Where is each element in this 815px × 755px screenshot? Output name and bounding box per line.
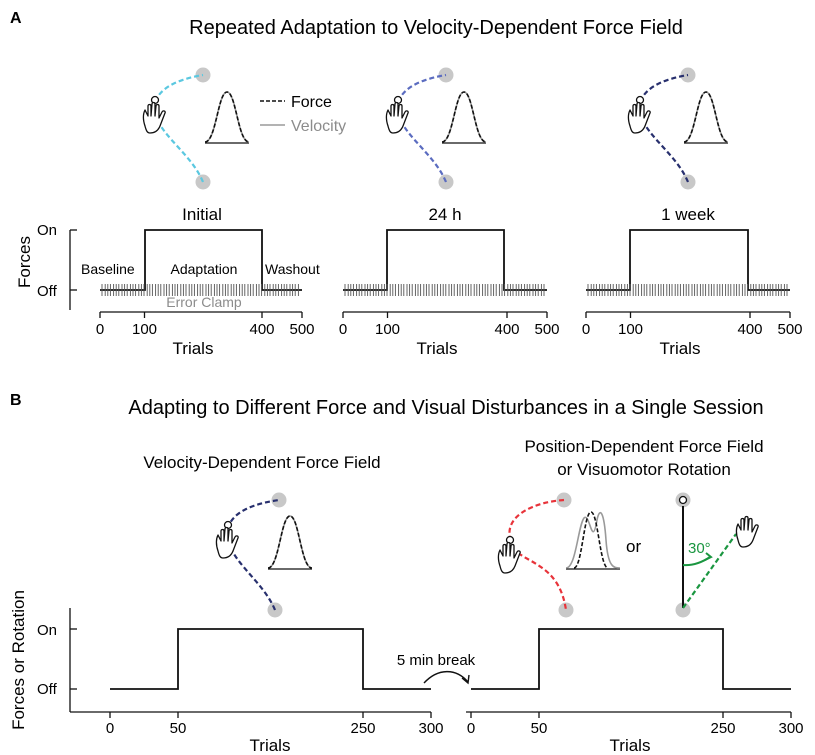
reach-icon-1-week	[627, 67, 729, 190]
x-axis-label: Trials	[660, 339, 701, 358]
phase-washout: Washout	[265, 261, 320, 277]
x-tick-label: 0	[106, 720, 114, 737]
session-initial: Initial Baseline Adaptation Washout Erro…	[81, 205, 320, 313]
x-tick-label: 100	[375, 321, 400, 338]
panel-b-title: Adapting to Different Force and Visual D…	[128, 397, 763, 419]
x-tick-label: 0	[339, 321, 347, 338]
session-title-1-week: 1 week	[661, 205, 715, 224]
x-axis-label: Trials	[173, 339, 214, 358]
y-tick-on-b: On	[37, 622, 57, 639]
x-tick-label: 0	[467, 720, 475, 737]
x-tick-label: 400	[737, 321, 762, 338]
error-clamp-ticks	[587, 284, 788, 296]
panel-b-label: B	[10, 392, 22, 409]
x-tick-label: 250	[350, 720, 375, 737]
legend-force: Force	[291, 94, 332, 111]
error-clamp-label: Error Clamp	[166, 294, 242, 310]
x-tick-label: 300	[778, 720, 803, 737]
panel-a-title: Repeated Adaptation to Velocity-Dependen…	[189, 17, 683, 39]
break-label: 5 min break	[397, 652, 476, 669]
x-tick-label: 250	[710, 720, 735, 737]
reach-icon-initial	[142, 67, 250, 190]
x-axis-label: Trials	[250, 736, 291, 755]
x-tick-label: 100	[132, 321, 157, 338]
x-tick-label: 50	[531, 720, 548, 737]
legend: Force Velocity	[260, 94, 346, 135]
session-1-week: 1 week	[586, 205, 790, 313]
timeline-session-2	[471, 628, 791, 690]
x-tick-label: 400	[494, 321, 519, 338]
x-tick-label: 300	[418, 720, 443, 737]
x-axis-label: Trials	[610, 736, 651, 755]
y-tick-off-b: Off	[37, 681, 58, 698]
y-axis-label-a: Forces	[15, 236, 34, 288]
right-subtitle-line1: Position-Dependent Force Field	[524, 437, 763, 456]
x-tick-label: 500	[777, 321, 802, 338]
or-text: or	[626, 537, 641, 556]
y-tick-on-a: On	[37, 222, 57, 239]
reach-icon-24h	[385, 67, 487, 190]
right-subtitle-line2: or Visuomotor Rotation	[557, 460, 731, 479]
session-title-initial: Initial	[182, 205, 222, 224]
rotation-angle-label: 30°	[688, 540, 711, 557]
reach-icon-visuomotor-rotation	[675, 492, 759, 618]
x-tick-label: 0	[582, 321, 590, 338]
error-clamp-ticks	[101, 284, 299, 296]
x-tick-label: 500	[289, 321, 314, 338]
timeline-session-1	[110, 628, 431, 690]
x-axis-label: Trials	[417, 339, 458, 358]
break-arrow	[423, 670, 469, 684]
legend-velocity: Velocity	[291, 118, 346, 135]
x-tick-label: 50	[170, 720, 187, 737]
session-title-24h: 24 h	[428, 205, 461, 224]
x-tick-label: 100	[618, 321, 643, 338]
x-tick-label: 0	[96, 321, 104, 338]
left-subtitle: Velocity-Dependent Force Field	[143, 453, 380, 472]
x-tick-label: 400	[249, 321, 274, 338]
reach-icon-position-field	[497, 492, 621, 618]
session-24h: 24 h	[343, 205, 547, 313]
error-clamp-ticks	[344, 284, 545, 296]
x-tick-label: 500	[534, 321, 559, 338]
panel-a-label: A	[10, 10, 22, 27]
y-axis-label-b: Forces or Rotation	[9, 590, 28, 730]
phase-baseline: Baseline	[81, 261, 135, 277]
phase-adaptation: Adaptation	[171, 261, 238, 277]
reach-icon-velocity-field	[215, 492, 313, 618]
y-tick-off-a: Off	[37, 283, 58, 300]
